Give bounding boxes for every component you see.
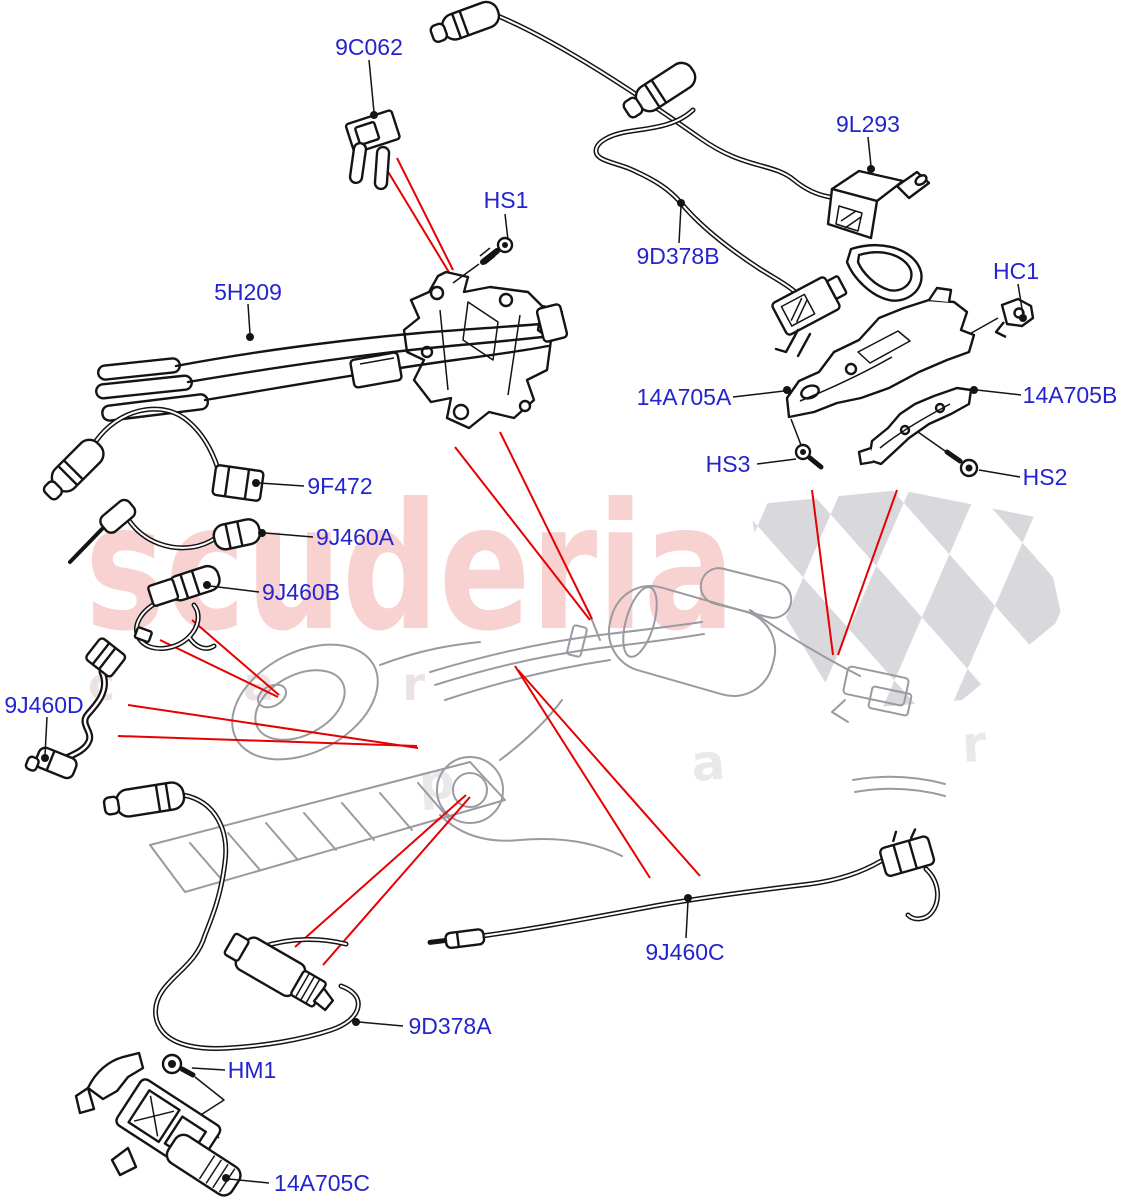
part-hs2-bolt	[917, 431, 979, 478]
engine-exhaust-assembly	[149, 567, 946, 893]
watermark-tagline-1: c a r	[88, 657, 481, 711]
part-label-5H209: 5H209	[214, 279, 282, 305]
checkered-flag	[750, 490, 1062, 710]
part-label-HM1: HM1	[228, 1057, 277, 1083]
part-14a705b-bracket	[857, 386, 973, 466]
part-label-9J460C: 9J460C	[645, 939, 724, 965]
watermark-word: scuderia	[85, 467, 735, 670]
part-hs3-bolt	[790, 418, 824, 470]
part-hs1-bolt	[452, 236, 514, 284]
callout-lines	[117, 157, 898, 966]
part-9j460c-sensor	[427, 828, 937, 950]
part-9d378a-sensor	[102, 781, 359, 1049]
part-9f472-sensor	[42, 409, 265, 502]
part-label-9J460A: 9J460A	[316, 524, 395, 550]
leader-lines	[41, 59, 1027, 1184]
part-label-9J460B: 9J460B	[262, 579, 340, 605]
part-label-14A705C: 14A705C	[274, 1170, 370, 1196]
part-label-9C062: 9C062	[335, 34, 403, 60]
part-label-9J460D: 9J460D	[4, 692, 83, 718]
part-label-HC1: HC1	[993, 258, 1039, 284]
part-label-HS3: HS3	[706, 451, 751, 477]
part-9j460a-sensor	[68, 498, 262, 564]
part-label-14A705A: 14A705A	[637, 384, 732, 410]
part-label-14A705B: 14A705B	[1023, 382, 1118, 408]
part-label-HS1: HS1	[484, 187, 529, 213]
part-9d378b-sensors	[429, 0, 830, 291]
part-9l293-module	[771, 169, 931, 358]
part-14a705a-bracket	[785, 286, 976, 419]
part-sensor-bracket	[402, 270, 564, 430]
part-label-9F472: 9F472	[307, 473, 372, 499]
part-9j460b-sensor	[133, 564, 221, 648]
part-label-9D378A: 9D378A	[408, 1013, 492, 1039]
part-14a705c-bracket	[74, 1051, 242, 1197]
part-label-9L293: 9L293	[836, 111, 900, 137]
part-label-HS2: HS2	[1023, 464, 1068, 490]
part-9c062-sensor	[344, 109, 401, 191]
part-label-9D378B: 9D378B	[636, 243, 719, 269]
